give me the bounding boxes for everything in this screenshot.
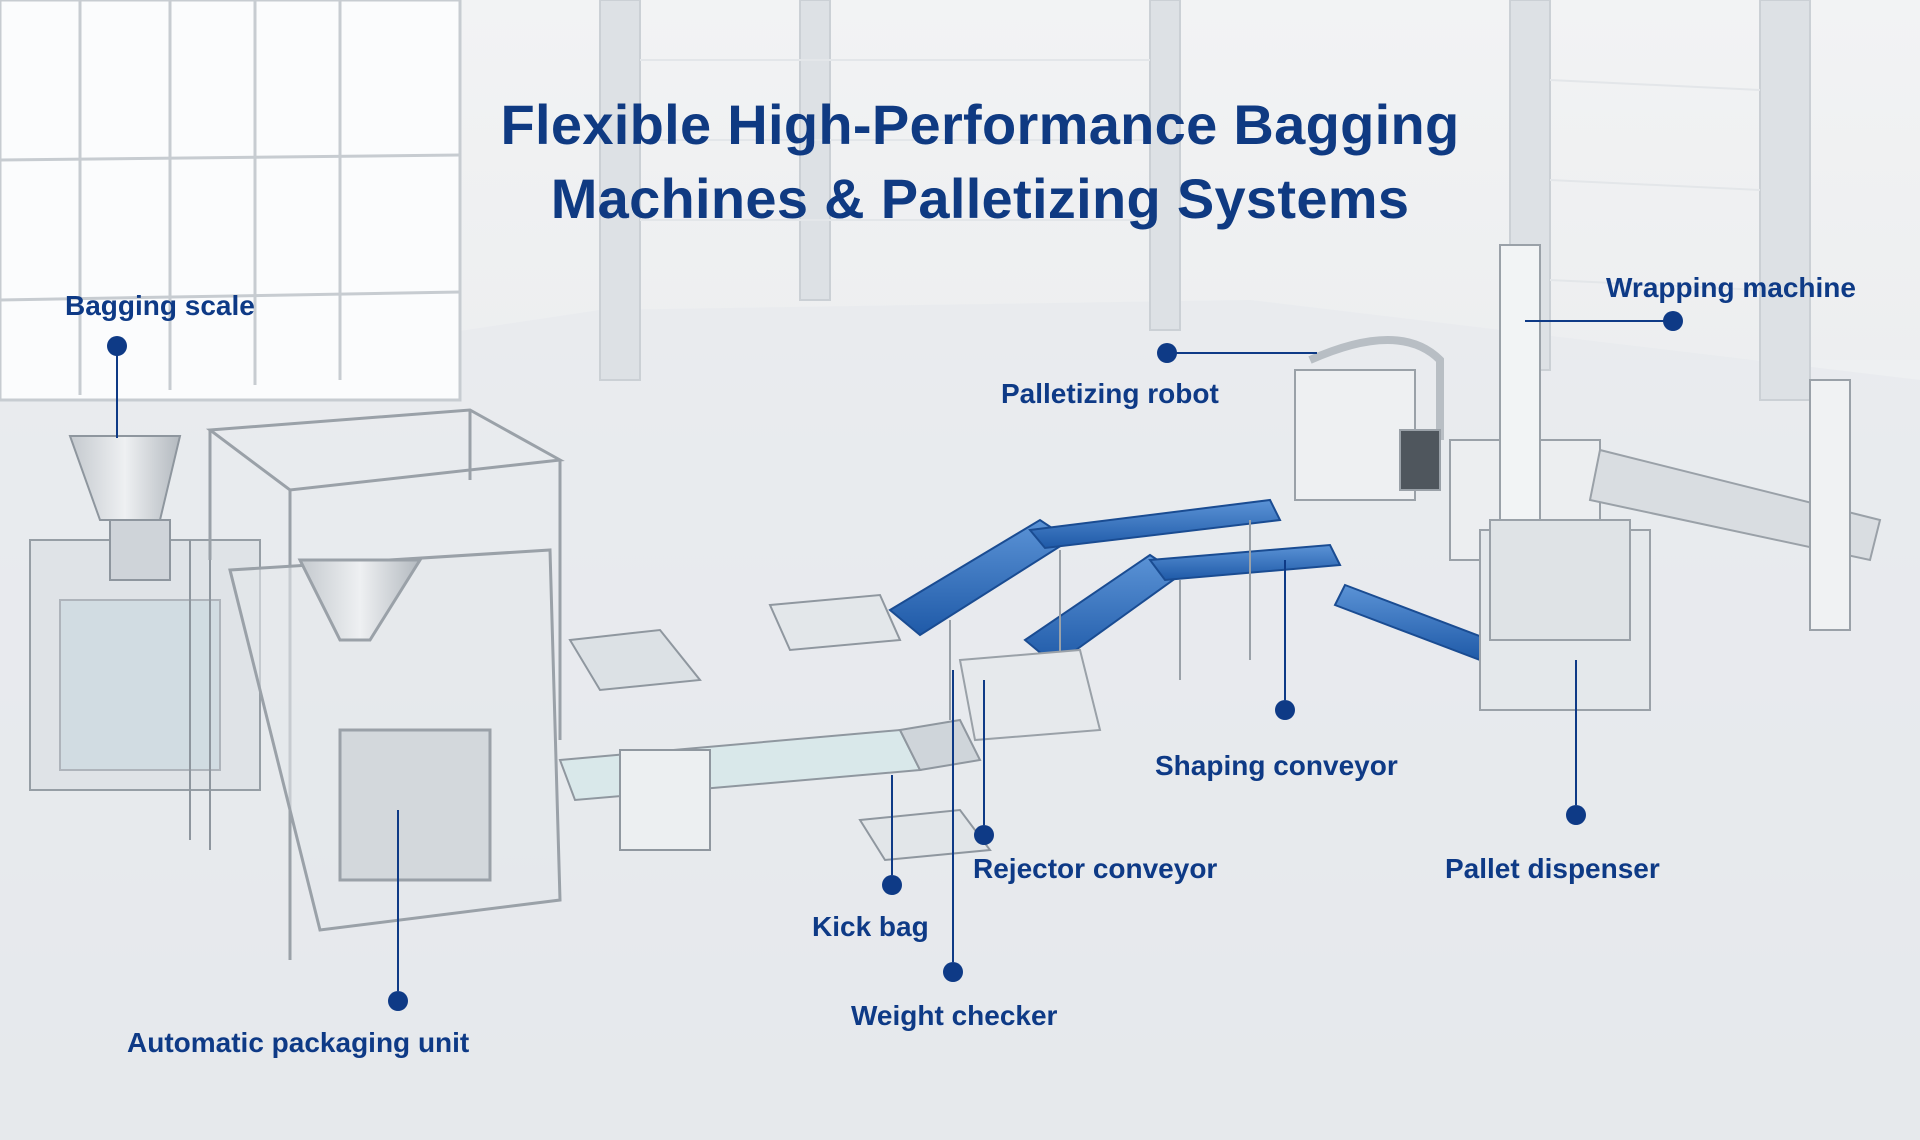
bagging-machine xyxy=(29,435,261,850)
platform-structure xyxy=(205,408,565,960)
label-shaping-conveyor: Shaping conveyor xyxy=(1155,750,1398,781)
callout-leader xyxy=(116,346,118,438)
callout-dot xyxy=(943,962,963,982)
callout-leader xyxy=(1284,560,1286,700)
callout-leader xyxy=(1575,660,1577,805)
label-kick-bag: Kick bag xyxy=(812,911,929,942)
callout-leader xyxy=(1167,352,1317,354)
label-pallet-dispenser: Pallet dispenser xyxy=(1445,853,1660,884)
callout-leader xyxy=(397,810,399,991)
callout-dot xyxy=(1663,311,1683,331)
callout-dot xyxy=(882,875,902,895)
shaping-conveyor-incline xyxy=(888,498,1492,667)
conveyor-legs xyxy=(949,520,1251,742)
label-automatic-packaging-unit: Automatic packaging unit xyxy=(127,1027,470,1058)
label-wrapping-machine: Wrapping machine xyxy=(1606,272,1856,303)
title-line-1: Flexible High-Performance Bagging xyxy=(500,93,1460,156)
label-rejector-conveyor: Rejector conveyor xyxy=(973,853,1218,884)
callout-dot xyxy=(1566,805,1586,825)
label-palletizing-robot: Palletizing robot xyxy=(1001,378,1219,409)
callout-dot xyxy=(1275,700,1295,720)
label-bagging-scale: Bagging scale xyxy=(65,290,255,321)
palletizing-cell xyxy=(1294,244,1882,711)
callout-dot xyxy=(974,825,994,845)
callout-leader xyxy=(891,775,893,875)
callout-leader xyxy=(952,670,954,962)
bag-conveyor-line xyxy=(558,593,992,862)
factory-window xyxy=(0,0,462,402)
page-title: Flexible High-Performance Bagging Machin… xyxy=(0,88,1920,236)
callout-dot xyxy=(388,991,408,1011)
title-line-2: Machines & Palletizing Systems xyxy=(550,167,1410,230)
callout-leader xyxy=(983,680,985,825)
callout-leader xyxy=(1525,320,1667,322)
label-weight-checker: Weight checker xyxy=(851,1000,1058,1031)
